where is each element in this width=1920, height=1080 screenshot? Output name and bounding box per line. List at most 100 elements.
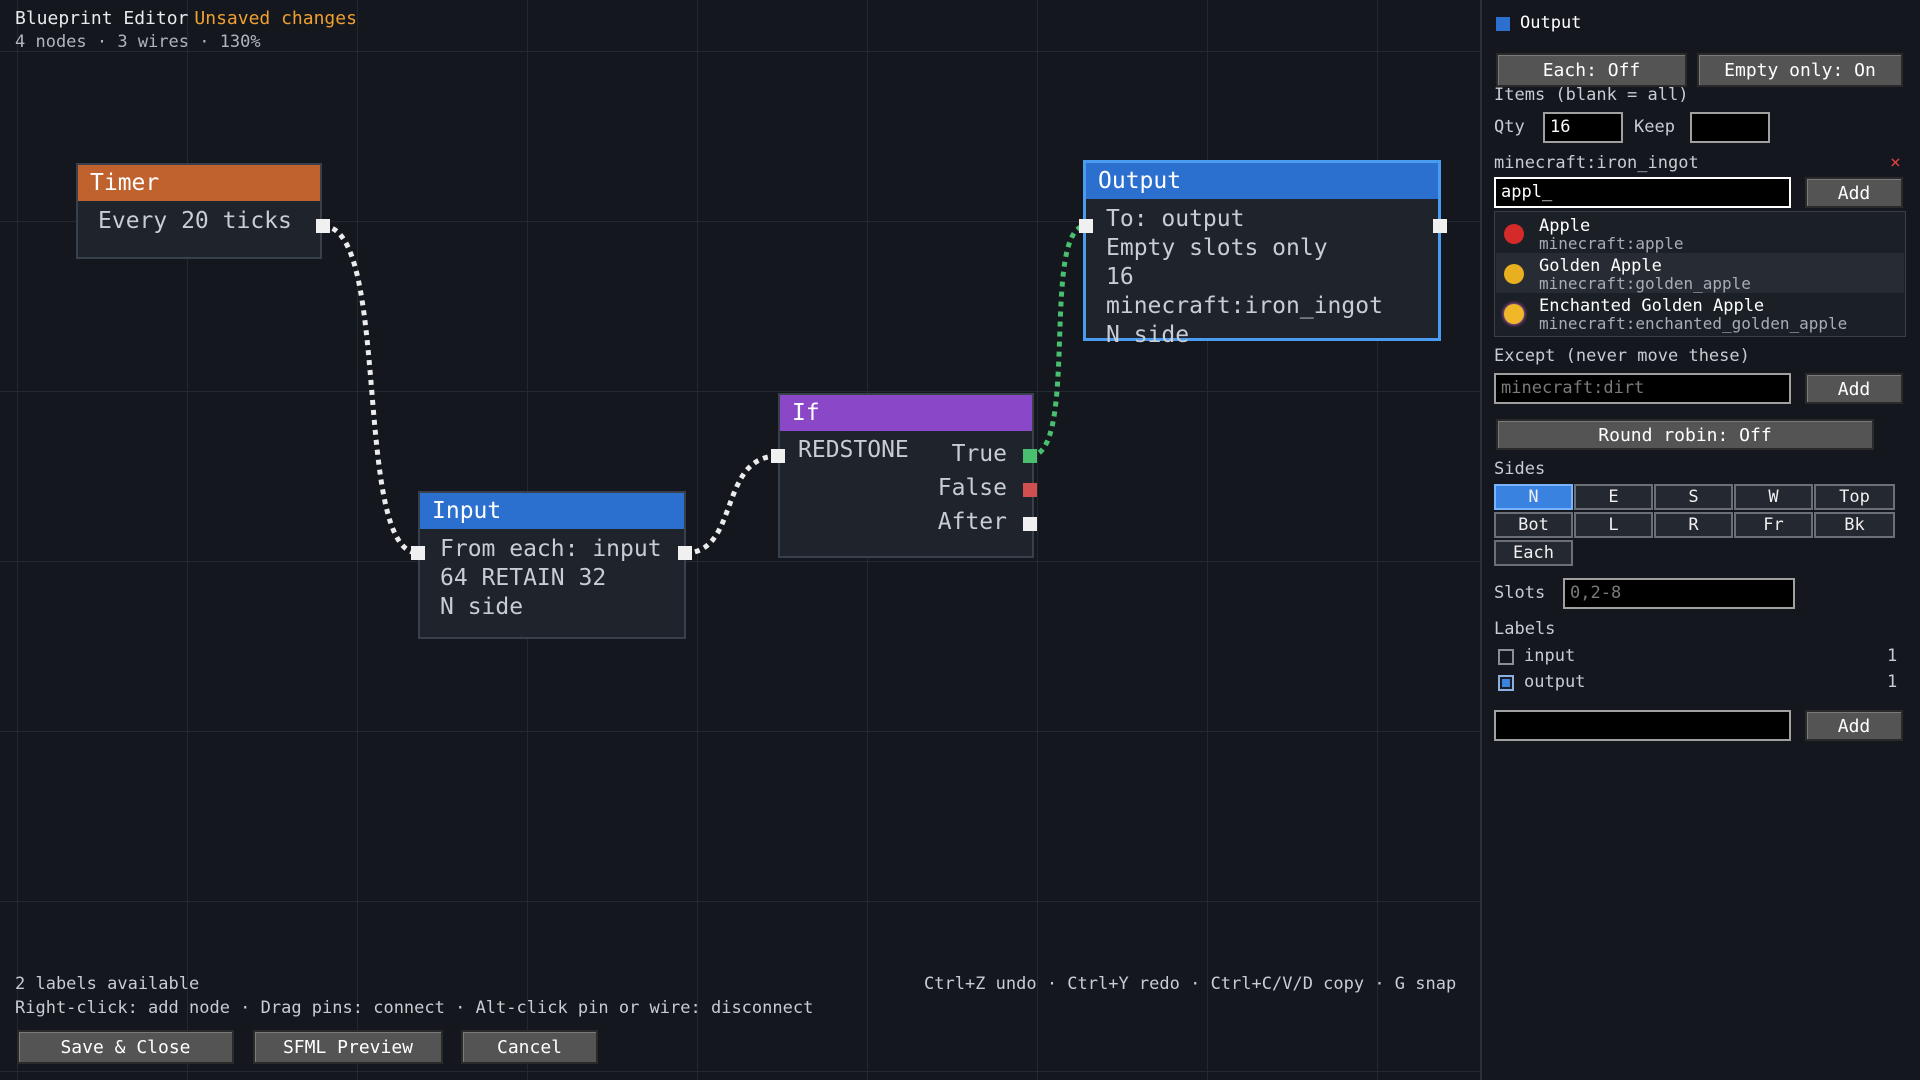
label-output-checkbox[interactable] xyxy=(1498,675,1514,691)
output-output-pin[interactable] xyxy=(1433,219,1447,233)
output-node-items: 16 minecraft:iron_ingot xyxy=(1106,264,1383,319)
wire-timer-input[interactable] xyxy=(322,223,419,556)
suggestion-golden-apple[interactable]: Golden Apple minecraft:golden_apple xyxy=(1496,253,1904,293)
timer-node-body: Every 20 ticks xyxy=(78,201,320,242)
slots-placeholder: 0,2-8 xyxy=(1570,583,1622,603)
labels-available-text: 2 labels available xyxy=(15,974,200,994)
timer-node[interactable]: Timer Every 20 ticks xyxy=(76,163,322,259)
if-node-title: If xyxy=(780,395,1032,431)
side-each-button[interactable]: Each xyxy=(1494,540,1573,566)
input-node-body: From each: input 64 RETAIN 32 N side xyxy=(420,529,684,628)
wire-input-if[interactable] xyxy=(684,453,779,556)
output-input-pin[interactable] xyxy=(1079,219,1093,233)
qty-value: 16 xyxy=(1550,117,1571,137)
keep-label: Keep xyxy=(1634,117,1675,137)
if-false-label: False xyxy=(937,475,1007,501)
if-node-condition: REDSTONE xyxy=(798,437,909,463)
apple-icon xyxy=(1504,224,1524,244)
item-entry: minecraft:iron_ingot xyxy=(1494,153,1699,173)
keep-input[interactable] xyxy=(1690,112,1770,143)
if-after-label: After xyxy=(937,509,1007,535)
side-n-button[interactable]: N xyxy=(1494,484,1573,510)
suggestion-name: Enchanted Golden Apple xyxy=(1539,296,1765,316)
side-r-button[interactable]: R xyxy=(1654,512,1733,538)
output-node-body: To: output Empty slots only 16 minecraft… xyxy=(1086,199,1438,356)
label-output-name: output xyxy=(1524,672,1586,692)
panel-node-color-icon xyxy=(1496,17,1510,31)
input-node-amount: 64 RETAIN 32 xyxy=(440,565,607,591)
if-false-pin[interactable] xyxy=(1023,483,1037,497)
if-true-label: True xyxy=(951,441,1007,467)
label-output-count: 1 xyxy=(1887,672,1898,692)
item-suggestions-dropdown: Apple minecraft:apple Golden Apple minec… xyxy=(1494,211,1906,337)
side-bot-button[interactable]: Bot xyxy=(1494,512,1573,538)
editor-stats: 4 nodes · 3 wires · 130% xyxy=(15,32,261,52)
shortcuts-hint: Ctrl+Z undo · Ctrl+Y redo · Ctrl+C/V/D c… xyxy=(924,974,1457,994)
suggestion-name: Golden Apple xyxy=(1539,256,1662,276)
suggestion-id: minecraft:apple xyxy=(1539,234,1684,253)
input-node[interactable]: Input From each: input 64 RETAIN 32 N si… xyxy=(418,491,686,639)
round-robin-toggle-button[interactable]: Round robin: Off xyxy=(1496,419,1874,450)
side-top-button[interactable]: Top xyxy=(1814,484,1895,510)
labels-label: Labels xyxy=(1494,619,1556,639)
side-e-button[interactable]: E xyxy=(1574,484,1653,510)
add-label-button[interactable]: Add xyxy=(1805,710,1903,741)
golden-apple-icon xyxy=(1504,264,1524,284)
controls-hint: Right-click: add node · Drag pins: conne… xyxy=(15,998,814,1018)
slots-input[interactable]: 0,2-8 xyxy=(1563,578,1795,609)
timer-node-interval: Every 20 ticks xyxy=(98,208,292,234)
item-search-value: appl_ xyxy=(1501,182,1553,202)
if-true-pin[interactable] xyxy=(1023,449,1037,463)
save-close-button[interactable]: Save & Close xyxy=(17,1030,234,1064)
except-input[interactable]: minecraft:dirt xyxy=(1494,373,1791,404)
suggestion-id: minecraft:golden_apple xyxy=(1539,274,1751,293)
suggestion-apple[interactable]: Apple minecraft:apple xyxy=(1496,213,1904,253)
input-node-source: From each: input xyxy=(440,536,662,562)
remove-item-icon[interactable]: × xyxy=(1890,152,1901,173)
enchanted-golden-apple-icon xyxy=(1504,304,1524,324)
if-after-pin[interactable] xyxy=(1023,517,1037,531)
output-node-title: Output xyxy=(1086,163,1438,199)
cancel-button[interactable]: Cancel xyxy=(461,1030,598,1064)
wires-layer xyxy=(322,223,1087,556)
qty-label: Qty xyxy=(1494,117,1525,137)
editor-title: Blueprint Editor xyxy=(15,8,189,29)
panel-divider xyxy=(1480,0,1482,1080)
except-placeholder: minecraft:dirt xyxy=(1501,378,1645,398)
panel-title: Output xyxy=(1520,13,1582,33)
side-fr-button[interactable]: Fr xyxy=(1734,512,1813,538)
unsaved-status: Unsaved changes xyxy=(194,8,357,29)
input-output-pin[interactable] xyxy=(678,546,692,560)
if-input-pin[interactable] xyxy=(771,449,785,463)
items-label: Items (blank = all) xyxy=(1494,85,1689,105)
wire-if-output[interactable] xyxy=(1029,223,1087,459)
input-node-side: N side xyxy=(440,594,524,620)
output-node[interactable]: Output To: output Empty slots only 16 mi… xyxy=(1083,160,1441,348)
slots-label: Slots xyxy=(1494,583,1546,603)
if-node[interactable]: If xyxy=(778,393,1034,558)
new-label-input[interactable] xyxy=(1494,710,1791,741)
sfml-preview-button[interactable]: SFML Preview xyxy=(253,1030,443,1064)
input-input-pin[interactable] xyxy=(411,546,425,560)
add-except-button[interactable]: Add xyxy=(1805,373,1903,404)
label-input-count: 1 xyxy=(1887,646,1898,666)
empty-only-toggle-button[interactable]: Empty only: On xyxy=(1697,53,1903,87)
timer-node-title: Timer xyxy=(78,165,320,201)
each-toggle-button[interactable]: Each: Off xyxy=(1496,53,1687,87)
side-w-button[interactable]: W xyxy=(1734,484,1813,510)
suggestion-enchanted-golden-apple[interactable]: Enchanted Golden Apple minecraft:enchant… xyxy=(1496,293,1904,333)
side-l-button[interactable]: L xyxy=(1574,512,1653,538)
timer-output-pin[interactable] xyxy=(316,219,330,233)
output-node-mode: Empty slots only xyxy=(1106,235,1328,261)
side-s-button[interactable]: S xyxy=(1654,484,1733,510)
suggestion-name: Apple xyxy=(1539,216,1591,236)
item-search-input[interactable]: appl_ xyxy=(1494,177,1791,208)
add-item-button[interactable]: Add xyxy=(1805,177,1903,208)
except-label: Except (never move these) xyxy=(1494,346,1750,366)
output-node-target: To: output xyxy=(1106,206,1245,232)
label-input-checkbox[interactable] xyxy=(1498,649,1514,665)
side-bk-button[interactable]: Bk xyxy=(1814,512,1895,538)
suggestion-id: minecraft:enchanted_golden_apple xyxy=(1539,314,1848,333)
qty-input[interactable]: 16 xyxy=(1543,112,1623,143)
